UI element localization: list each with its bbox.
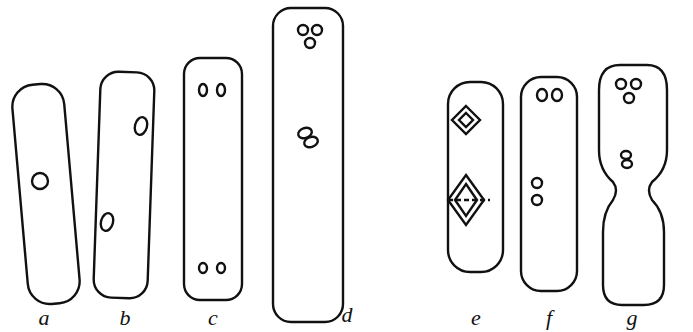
figure-letter: e <box>471 307 481 329</box>
spindle <box>452 106 480 134</box>
figure-letter: a <box>39 307 50 329</box>
nucleus <box>32 173 48 189</box>
nucleus <box>537 89 547 101</box>
nucleus <box>303 135 320 149</box>
figure-letter: b <box>120 307 131 329</box>
nucleus <box>622 160 632 168</box>
cell-outline <box>273 8 343 322</box>
nucleus <box>217 84 225 96</box>
nucleus <box>217 263 225 273</box>
equator <box>448 199 490 201</box>
nucleus <box>305 38 315 48</box>
nucleus <box>532 178 542 188</box>
figure-letter: g <box>627 307 638 329</box>
nucleus <box>199 263 207 273</box>
nucleus <box>199 84 207 96</box>
nucleus <box>616 79 626 89</box>
nucleus <box>133 116 149 136</box>
nucleus <box>298 25 308 35</box>
nucleus <box>99 212 115 232</box>
cell-outline <box>11 82 82 306</box>
figure-letter: c <box>208 307 218 329</box>
figure-letter: f <box>546 307 552 329</box>
nucleus <box>312 25 322 35</box>
cell-outline <box>448 82 503 272</box>
cell-outline <box>521 77 577 291</box>
cell-outline <box>184 58 242 300</box>
cell-outline <box>93 71 155 299</box>
nucleus <box>624 93 634 103</box>
nucleus <box>621 151 631 159</box>
nucleus <box>532 195 542 205</box>
nucleus <box>631 79 641 89</box>
spindle <box>459 113 473 127</box>
nucleus <box>552 89 562 101</box>
figure-letter: d <box>342 304 353 326</box>
cell-outline <box>599 65 667 305</box>
